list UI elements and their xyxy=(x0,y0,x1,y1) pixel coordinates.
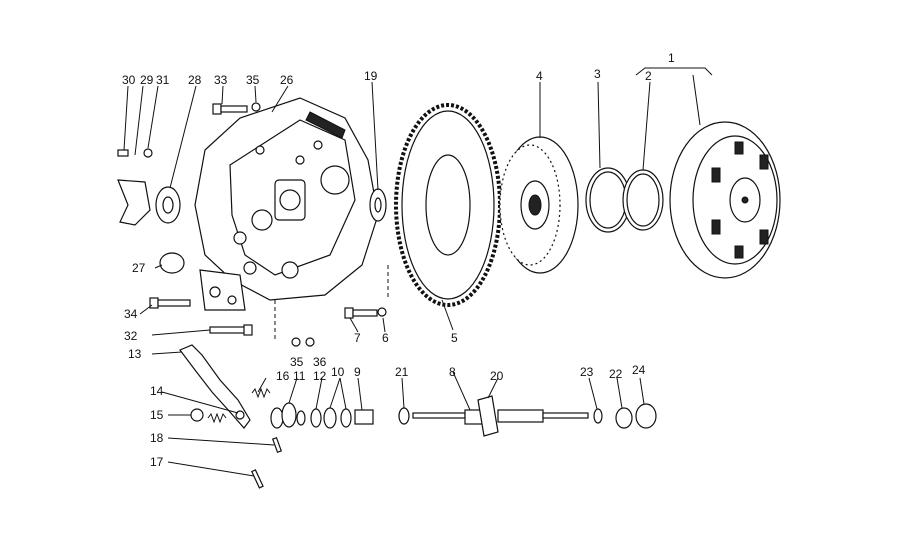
washer-part-6 xyxy=(377,307,387,317)
ring-part-3 xyxy=(585,167,631,233)
spring-part-16 xyxy=(251,387,271,399)
label-28: 28 xyxy=(188,73,202,87)
label-26: 26 xyxy=(280,73,294,87)
washer-part-31 xyxy=(143,148,153,158)
bolt-part-33 xyxy=(212,103,248,115)
label-35-bottom: 35 xyxy=(290,355,304,369)
label-17: 17 xyxy=(150,455,164,469)
fork-plate-part-30 xyxy=(117,179,151,226)
label-22: 22 xyxy=(609,367,623,381)
label-9: 9 xyxy=(354,365,361,379)
label-10: 10 xyxy=(331,365,345,379)
label-33: 33 xyxy=(214,73,228,87)
label-21: 21 xyxy=(395,365,409,379)
washer-part-35-top xyxy=(251,102,261,112)
label-27: 27 xyxy=(132,261,146,275)
label-23: 23 xyxy=(580,365,594,379)
label-20: 20 xyxy=(490,369,504,383)
label-29: 29 xyxy=(140,73,154,87)
label-12: 12 xyxy=(313,369,327,383)
label-7: 7 xyxy=(354,331,361,345)
label-34: 34 xyxy=(124,307,138,321)
label-18: 18 xyxy=(150,431,164,445)
spring-part-15 xyxy=(207,412,227,424)
label-2: 2 xyxy=(645,69,652,83)
pressure-plate-part-1 xyxy=(669,121,781,279)
pin-part-17 xyxy=(251,469,264,489)
label-16: 16 xyxy=(276,369,290,383)
washers-part-35-36 xyxy=(291,337,315,347)
label-32: 32 xyxy=(124,329,138,343)
label-19: 19 xyxy=(364,69,378,83)
bolt-part-32 xyxy=(209,324,253,336)
label-36: 36 xyxy=(313,355,327,369)
label-5: 5 xyxy=(451,331,458,345)
label-6: 6 xyxy=(382,331,389,345)
label-15: 15 xyxy=(150,408,164,422)
label-3: 3 xyxy=(594,67,601,81)
label-31: 31 xyxy=(156,73,170,87)
label-24: 24 xyxy=(632,363,646,377)
label-30: 30 xyxy=(122,73,136,87)
part-1-bracket xyxy=(635,67,713,76)
bearing-part-28 xyxy=(155,186,181,224)
shaft-row-parts xyxy=(270,395,657,437)
clutch-housing xyxy=(194,97,379,311)
nut-part-15 xyxy=(190,408,204,422)
label-8: 8 xyxy=(449,365,456,379)
leader-lines xyxy=(123,74,701,477)
ring-part-2 xyxy=(622,169,664,231)
bolt-part-7 xyxy=(344,307,378,319)
flywheel-part-5 xyxy=(394,103,502,307)
plug-part-27 xyxy=(159,252,185,274)
label-1: 1 xyxy=(668,51,675,65)
part-labels: 1 2 3 4 5 6 7 8 9 10 11 12 13 14 15 16 1… xyxy=(122,51,675,469)
pin-part-18 xyxy=(271,436,283,454)
label-13: 13 xyxy=(128,347,142,361)
bolt-part-34 xyxy=(149,297,191,309)
label-14: 14 xyxy=(150,384,164,398)
label-4: 4 xyxy=(536,69,543,83)
oil-seal-part-19 xyxy=(369,188,387,222)
clutch-disc-part-4 xyxy=(499,136,579,274)
screw-part-30 xyxy=(117,149,129,157)
label-35-top: 35 xyxy=(246,73,260,87)
label-11: 11 xyxy=(293,369,306,383)
